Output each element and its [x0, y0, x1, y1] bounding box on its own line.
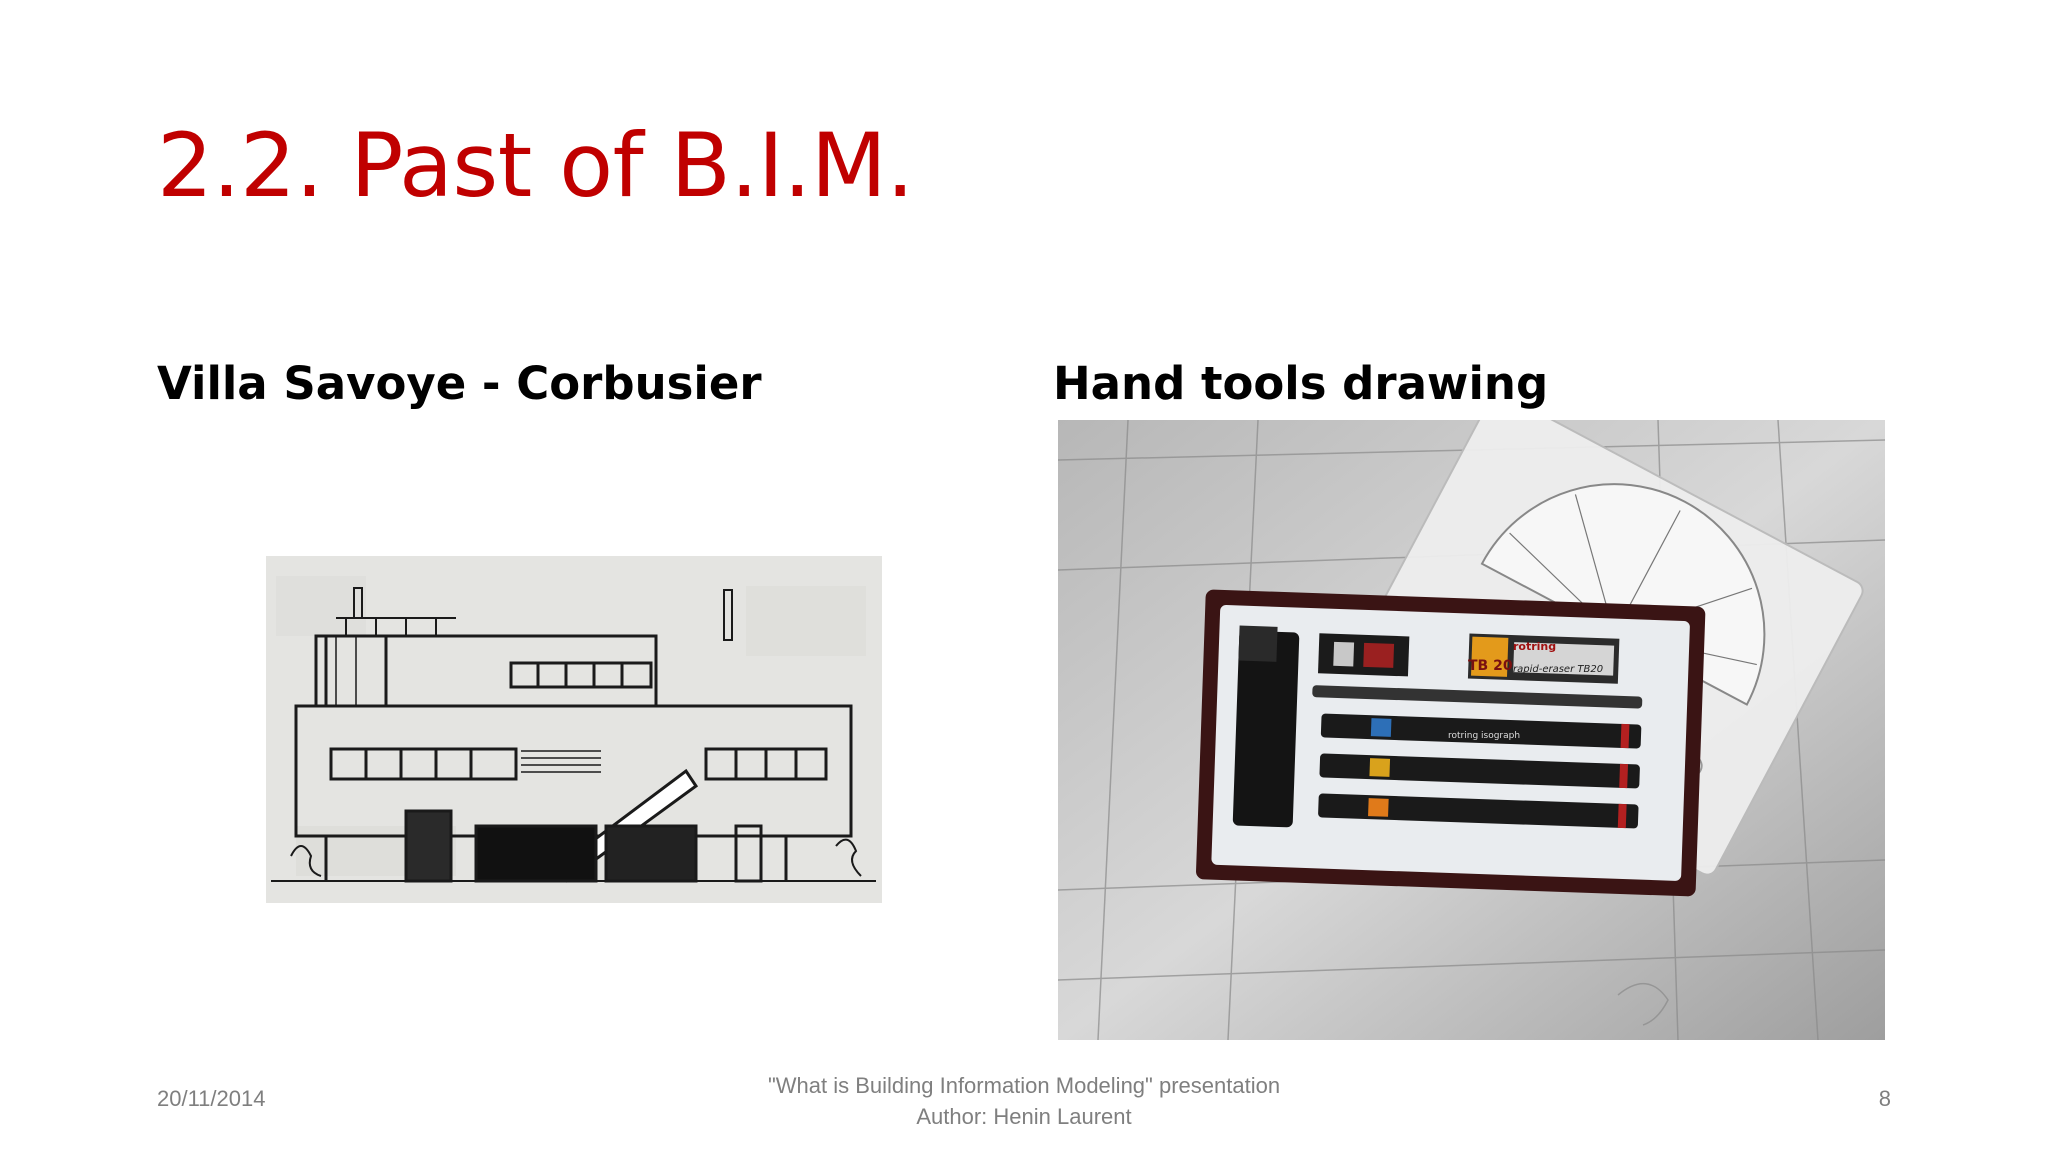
- tb-mark-label: TB 20: [1468, 658, 1513, 674]
- eraser-label: rapid-eraser TB20: [1513, 664, 1603, 675]
- villa-savoye-drawing: [266, 556, 882, 903]
- villa-savoye-sketch: [266, 556, 882, 903]
- footer-date: 20/11/2014: [157, 1086, 266, 1111]
- drawing-tools-set: TB 20 rotring rapid-eraser TB20 rotring …: [1058, 420, 1885, 1040]
- footer-page-number: 8: [1878, 1086, 1891, 1111]
- footer-presentation-title: "What is Building Information Modeling" …: [767, 1073, 1281, 1098]
- hand-tools-heading: Hand tools drawing: [1053, 357, 1549, 410]
- rotring-brand-label: rotring: [1513, 640, 1556, 653]
- footer-author: Author: Henin Laurent: [916, 1104, 1132, 1129]
- villa-savoye-heading: Villa Savoye - Corbusier: [157, 357, 762, 410]
- slide-title: 2.2. Past of B.I.M.: [157, 114, 914, 217]
- pen-label: rotring isograph: [1448, 731, 1520, 741]
- footer-presentation-info: "What is Building Information Modeling" …: [700, 1070, 1348, 1132]
- hand-tools-photo: TB 20 rotring rapid-eraser TB20 rotring …: [1058, 420, 1885, 1040]
